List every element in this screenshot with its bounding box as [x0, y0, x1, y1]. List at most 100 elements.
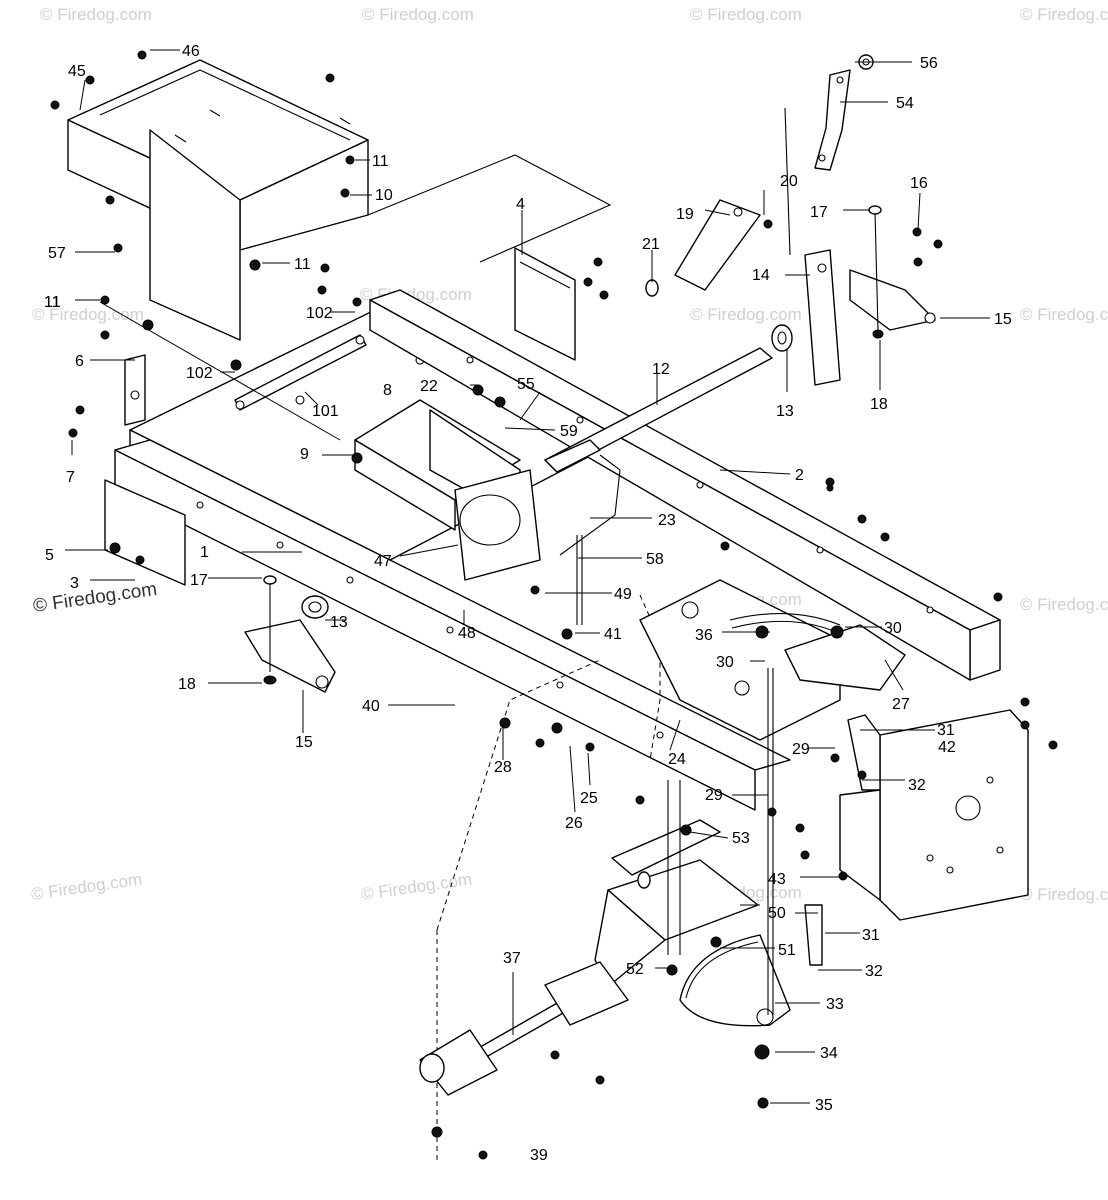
fasteners [50, 50, 1058, 1160]
spacer [645, 279, 659, 297]
gear-sector [679, 934, 791, 1027]
watermark-text: © Firedog.com [360, 870, 473, 904]
pedal-assembly [594, 819, 759, 986]
watermark-text: © Firedog.com [690, 5, 802, 24]
callout-number: 11 [294, 256, 311, 273]
callout-number: 32 [908, 777, 926, 794]
callout-number: 56 [920, 55, 938, 72]
callout-number: 101 [312, 403, 339, 420]
seat-plate [367, 154, 612, 263]
callout-number: 20 [780, 173, 798, 190]
front-bracket [514, 247, 576, 361]
callout-number: 21 [642, 236, 660, 253]
callout-number: 11 [44, 294, 61, 311]
callout-number: 48 [458, 625, 476, 642]
callout-number: 55 [517, 376, 535, 393]
callout-number: 4 [516, 196, 525, 213]
callout-number: 36 [695, 627, 713, 644]
sector-plate [639, 579, 841, 741]
callout-number: 14 [752, 267, 770, 284]
drawing-layer [50, 49, 1058, 1160]
spindle-right [849, 269, 936, 331]
callout-number: 25 [580, 790, 598, 807]
axle-bracket [804, 249, 841, 386]
callout-number: 31 [937, 722, 955, 739]
callout-number: 15 [295, 734, 313, 751]
bushing [301, 595, 329, 619]
callout-number: 1 [200, 544, 209, 561]
callout-number: 13 [330, 614, 348, 631]
watermark-text: © Firedog.com [32, 579, 159, 617]
fender-mount-plate [839, 709, 1029, 921]
callout-number: 30 [716, 654, 734, 671]
callout-number: 2 [795, 467, 804, 484]
callout-number: 41 [604, 626, 622, 643]
callout-number: 57 [48, 245, 66, 262]
callout-number: 11 [372, 153, 389, 170]
cross-shaft [419, 961, 629, 1096]
callout-number: 18 [870, 396, 888, 413]
watermark-text: © Firedog.com [1020, 595, 1108, 614]
callout-number: 26 [565, 815, 583, 832]
front-bumper-bracket [104, 479, 186, 586]
callout-number: 47 [374, 553, 392, 570]
callout-number: 40 [362, 698, 380, 715]
quadrant-arc [729, 613, 841, 633]
callout-number: 3 [70, 575, 79, 592]
callout-number: 22 [420, 378, 438, 395]
spindle-left [244, 575, 336, 693]
callout-number: 28 [494, 759, 512, 776]
callout-number: 11 [44, 294, 61, 311]
callout-number: 39 [530, 1147, 548, 1164]
callout-number: 18 [178, 676, 196, 693]
callout-number: 102 [306, 305, 333, 322]
callout-number: 49 [614, 586, 632, 603]
callout-number: 5 [45, 547, 54, 564]
callout-number: 45 [68, 63, 86, 80]
callout-number: 27 [892, 696, 910, 713]
callout-number: 17 [810, 204, 828, 221]
watermark-text: © Firedog.com [30, 870, 143, 904]
pivot-bracket [124, 354, 146, 426]
callout-number: 54 [896, 95, 914, 112]
clutch-rod [576, 535, 583, 625]
assembly-guides [436, 594, 661, 1160]
watermark-text: © Firedog.com [690, 305, 802, 324]
callout-number: 53 [732, 830, 750, 847]
callout-number: 59 [560, 423, 578, 440]
callout-number: 29 [705, 787, 723, 804]
callout-number: 102 [186, 365, 213, 382]
callout-number: 33 [826, 996, 844, 1013]
watermark-text: © Firedog.com [40, 5, 152, 24]
linkage-rod [559, 454, 621, 556]
callout-number: 37 [503, 950, 521, 967]
kingpin-right [868, 205, 884, 339]
callout-number: 35 [815, 1097, 833, 1114]
pedal-bracket [454, 469, 541, 581]
callout-number: 17 [190, 572, 208, 589]
watermark-text: © Firedog.com [1020, 885, 1108, 904]
leader-lines [65, 49, 990, 1104]
callout-number: 16 [910, 175, 928, 192]
callout-number: 50 [768, 905, 786, 922]
callout-number: 6 [75, 353, 84, 370]
callout-number: 43 [768, 871, 786, 888]
callout-number: 34 [820, 1045, 838, 1062]
callout-number: 52 [626, 961, 644, 978]
watermark-text: © Firedog.com [32, 305, 144, 324]
watermark-text: © Firedog.com [362, 5, 474, 24]
callout-number: 58 [646, 551, 664, 568]
watermark-text: © Firedog.com [1020, 305, 1108, 324]
axle [544, 347, 773, 473]
callout-number: 31 [862, 927, 880, 944]
callout-number: 46 [182, 43, 200, 60]
callout-number: 19 [676, 206, 694, 223]
rear-cover [67, 59, 369, 341]
callout-number: 8 [383, 382, 392, 399]
callout-number: 9 [300, 446, 309, 463]
bushing [771, 324, 793, 352]
right-frame-rail [369, 289, 1001, 681]
left-frame-rail [114, 439, 791, 811]
